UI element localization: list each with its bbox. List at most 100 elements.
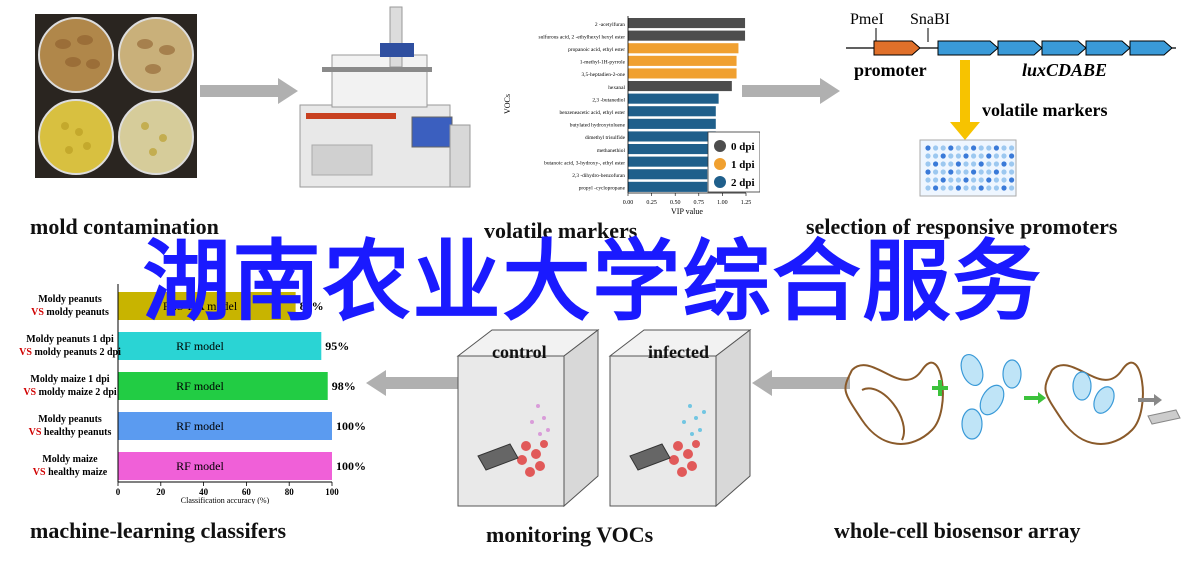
- caption-volatile-markers: volatile markers: [484, 218, 638, 243]
- arrow-left-2: [752, 370, 850, 396]
- vip-x-tick-label: 0.00: [623, 200, 634, 206]
- accuracy-bar: [118, 452, 332, 480]
- vip-category-label: dimethyl trisulfide: [585, 134, 626, 141]
- promoter-arrow: [873, 40, 921, 56]
- caption-mold-contamination: mold contamination: [30, 214, 219, 239]
- vip-bar: [628, 106, 716, 117]
- lux-gene-c: [937, 40, 999, 56]
- vip-x-tick-label: 1.25: [741, 200, 752, 206]
- acc-x-tick-label: 40: [199, 487, 209, 497]
- vip-x-tick-label: 0.50: [670, 200, 681, 206]
- vip-category-label: 1-methyl-1H-pyrrole: [580, 60, 626, 66]
- acc-x-tick-label: 100: [325, 487, 339, 497]
- vip-bar: [628, 169, 708, 180]
- caption-ml-classifiers: machine-learning classifers: [30, 518, 287, 543]
- acc-x-tick-label: 0: [116, 487, 121, 497]
- accuracy-bar: [118, 412, 332, 440]
- comparison-label-line1: Moldy maize 1 dpi: [30, 374, 109, 385]
- vip-bar: [628, 18, 746, 29]
- watermark-text: 湖南农业大学综合服务: [142, 230, 1043, 333]
- caption-biosensor-array: whole-cell biosensor array: [834, 518, 1081, 543]
- vip-y-axis-label: VOCs: [503, 94, 512, 114]
- accuracy-percent-label: 98%: [332, 379, 356, 393]
- vip-bar-chart: 2 -acetylfuran sulfurous acid, 2 -ethylhe…: [503, 16, 760, 216]
- vip-legend-swatch: [714, 158, 726, 170]
- control-chamber-label: control: [492, 342, 547, 362]
- comparison-label-line1: Moldy peanuts: [38, 294, 102, 305]
- volatile-down-arrow: [950, 122, 980, 140]
- model-label: RF model: [176, 459, 224, 473]
- vip-x-tick-label: 1.00: [717, 200, 728, 206]
- control-chamber: [456, 328, 600, 508]
- vip-legend: 0 dpi 1 dpi 2 dpi: [707, 131, 760, 193]
- vip-bar: [628, 81, 732, 92]
- vip-legend-label: 2 dpi: [731, 177, 755, 189]
- lux-gene-d: [997, 40, 1043, 56]
- lux-label: luxCDABE: [1022, 60, 1107, 80]
- vip-bar: [628, 144, 716, 155]
- accuracy-percent-label: 100%: [336, 459, 366, 473]
- infected-chamber: [608, 328, 752, 508]
- vip-category-label: benzeneacetic acid, ethyl ester: [559, 110, 625, 116]
- vip-category-label: 2,3 -butanediol: [592, 97, 625, 103]
- gc-ms-instrument: [299, 6, 471, 188]
- petri-dish-photo: [35, 14, 197, 178]
- vip-category-label: butanoic acid, 3-hydroxy-, ethyl ester: [544, 160, 625, 166]
- biosensor-illustration: [844, 353, 1181, 445]
- vip-x-tick-label: 0.75: [694, 200, 705, 206]
- vip-legend-label: 0 dpi: [731, 141, 755, 153]
- snabi-label: SnaBI: [910, 11, 950, 28]
- comparison-label-line2: VS healthy peanuts: [29, 427, 112, 438]
- comparison-label-line1: Moldy peanuts 1 dpi: [26, 334, 114, 345]
- lux-gene-a: [1041, 40, 1087, 56]
- vip-legend-swatch: [714, 176, 726, 188]
- model-label: RF model: [176, 379, 224, 393]
- accuracy-bar: [118, 332, 322, 360]
- vip-bar: [628, 68, 737, 79]
- comparison-label-line2: VS moldy peanuts 2 dpi: [19, 347, 121, 358]
- vip-category-label: propanoic acid, ethyl ester: [568, 47, 625, 53]
- pmei-label: PmeI: [850, 11, 884, 28]
- vip-category-label: 2,3 -dihydro-benzofuran: [572, 172, 625, 179]
- vip-bar: [628, 30, 746, 41]
- promoter-label: promoter: [854, 60, 927, 80]
- accuracy-percent-label: 83%: [300, 299, 324, 313]
- arrow-left-1: [366, 370, 464, 396]
- lux-gene-b: [1085, 40, 1131, 56]
- comparison-label-line2: VS moldy maize 2 dpi: [23, 387, 117, 398]
- vip-category-label: propyl -cyclopropane: [579, 186, 626, 192]
- vip-x-tick-label: 0.25: [646, 200, 657, 206]
- lux-gene-e: [1129, 40, 1173, 56]
- vip-category-label: 3,5-heptadien-2-one: [581, 72, 625, 78]
- vip-legend-swatch: [714, 140, 726, 152]
- accuracy-percent-label: 100%: [336, 419, 366, 433]
- vip-bar: [628, 131, 716, 142]
- vip-bar: [628, 55, 737, 66]
- vip-bar: [628, 156, 714, 167]
- acc-x-axis-label: Classification accuracy (%): [181, 496, 270, 504]
- vip-bar: [628, 93, 719, 104]
- vip-x-axis-label: VIP value: [671, 207, 703, 216]
- model-label: PLS-DA model: [163, 299, 238, 313]
- comparison-label-line2: VS moldy peanuts: [31, 307, 109, 318]
- acc-x-tick-label: 80: [285, 487, 295, 497]
- acc-x-tick-label: 60: [242, 487, 252, 497]
- infected-chamber-label: infected: [648, 342, 709, 362]
- comparison-label-line1: Moldy peanuts: [38, 414, 102, 425]
- model-label: RF model: [176, 339, 224, 353]
- arrow-right-1: [200, 78, 298, 104]
- vip-category-label: sulfurous acid, 2 -ethylhexyl hexyl este…: [538, 33, 625, 40]
- lux-construct-diagram: PmeI SnaBI promoter luxCDABE volatile ma…: [846, 11, 1176, 197]
- vip-bar: [628, 181, 708, 192]
- acc-x-tick-label: 20: [156, 487, 166, 497]
- accuracy-bar: [118, 372, 328, 400]
- vip-category-label: hexanal: [608, 85, 625, 91]
- model-label: RF model: [176, 419, 224, 433]
- vip-category-label: 2 -acetylfuran: [595, 21, 625, 28]
- vip-legend-label: 1 dpi: [731, 159, 755, 171]
- vip-category-label: methanethiol: [597, 148, 626, 154]
- volatile-markers-label: volatile markers: [982, 100, 1107, 120]
- vip-category-label: butylated hydroxytoluene: [570, 123, 626, 129]
- caption-responsive-promoters: selection of responsive promoters: [806, 214, 1118, 239]
- comparison-label-line2: VS healthy maize: [33, 467, 108, 478]
